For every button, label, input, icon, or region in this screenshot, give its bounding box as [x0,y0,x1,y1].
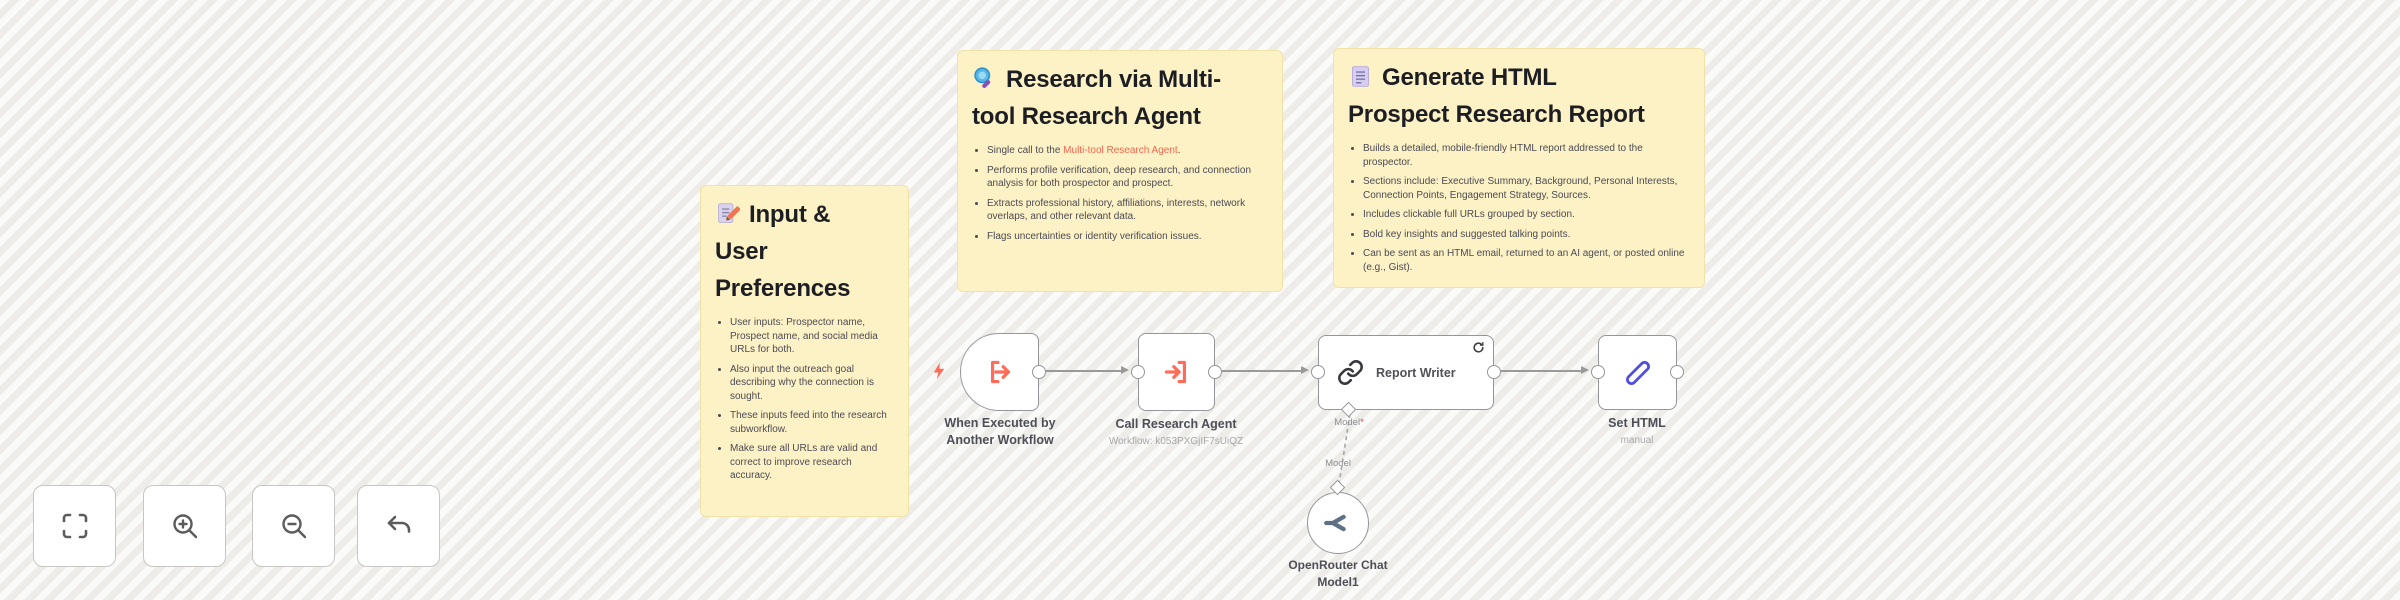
fit-view-icon [60,511,90,541]
chain-link-icon [1337,359,1364,386]
workflow-call-icon [1160,355,1194,389]
sticky-note-research-agent[interactable]: Research via Multi- tool Research Agent … [957,50,1283,292]
zoom-in-button[interactable] [143,485,226,567]
note-bullet: User inputs: Prospector name, Prospect n… [730,316,894,357]
node-label: Set HTML manual [1567,415,1707,449]
output-port[interactable] [1670,365,1684,379]
undo-button[interactable] [357,485,440,567]
input-port[interactable] [1131,365,1145,379]
note-title: Research via Multi- tool Research Agent [972,66,1221,130]
note-bullet-list: User inputs: Prospector name, Prospect n… [730,316,894,483]
arrowhead-icon [1581,366,1589,374]
arrowhead-icon [1121,366,1129,374]
note-title: Generate HTML Prospect Research Report [1348,64,1645,128]
memo-pencil-icon [715,201,740,226]
node-openrouter-chat-model[interactable] [1307,492,1369,554]
bolt-icon [930,362,948,380]
sticky-note-generate-report[interactable]: Generate HTML Prospect Research Report B… [1333,48,1705,288]
retry-loop-icon [1472,341,1485,354]
model-input-label: Model [1325,458,1351,469]
magnifier-icon [972,66,997,91]
input-port[interactable] [1311,365,1325,379]
connection-report-to-set [1501,370,1581,372]
node-sublabel: Workflow: k053PXGjIF7sUiQZ [1108,435,1244,447]
note-bullet: Extracts professional history, affiliati… [987,197,1268,224]
note-bullet: Single call to the Multi-tool Research A… [987,144,1268,158]
output-port[interactable] [1208,365,1222,379]
note-bullet: Make sure all URLs are valid and correct… [730,442,894,483]
node-label: OpenRouter Chat Model1 [1288,558,1388,589]
node-set-html[interactable] [1598,335,1677,410]
note-title: Input & User Preferences [715,201,851,302]
note-bullet: Includes clickable full URLs grouped by … [1363,208,1690,222]
note-bullet-list: Builds a detailed, mobile-friendly HTML … [1363,142,1690,274]
node-sublabel: manual [1620,434,1654,446]
note-bullet: Sections include: Executive Summary, Bac… [1363,175,1690,202]
zoom-in-icon [170,511,200,541]
connection-trigger-to-call [1046,370,1121,372]
note-bullet: Can be sent as an HTML email, returned t… [1363,247,1690,274]
zoom-out-button[interactable] [252,485,335,567]
node-report-writer[interactable]: Report Writer [1318,335,1494,410]
note-bullet: Performs profile verification, deep rese… [987,164,1268,191]
note-bullet: Also input the outreach goal describing … [730,363,894,404]
undo-icon [384,511,414,541]
node-call-research-agent[interactable] [1138,333,1215,411]
connection-call-to-report [1222,370,1301,372]
required-asterisk: * [1360,417,1364,428]
node-label: When Executed by Another Workflow [944,416,1056,447]
agent-link[interactable]: Multi-tool Research Agent [1063,145,1178,156]
document-icon [1348,64,1373,89]
node-label: Call Research Agent Workflow: k053PXGjIF… [1106,416,1246,450]
model-port-label: Model* [1334,417,1364,428]
node-inline-label: Report Writer [1376,365,1456,380]
output-port[interactable] [1032,365,1046,379]
output-port[interactable] [1487,365,1501,379]
note-bullet: These inputs feed into the research subw… [730,409,894,436]
node-when-executed-trigger[interactable] [960,333,1039,411]
note-bullet: Bold key insights and suggested talking … [1363,228,1690,242]
pen-icon [1621,356,1655,390]
workflow-input-icon [983,355,1017,389]
arrowhead-icon [1301,366,1309,374]
input-port[interactable] [1591,365,1605,379]
note-bullet-list: Single call to the Multi-tool Research A… [987,144,1268,243]
note-bullet: Flags uncertainties or identity verifica… [987,230,1268,244]
zoom-out-icon [279,511,309,541]
sticky-note-input-preferences[interactable]: Input & User Preferences User inputs: Pr… [700,185,909,517]
fit-view-button[interactable] [33,485,116,567]
openrouter-icon [1323,508,1353,538]
note-bullet: Builds a detailed, mobile-friendly HTML … [1363,142,1690,169]
